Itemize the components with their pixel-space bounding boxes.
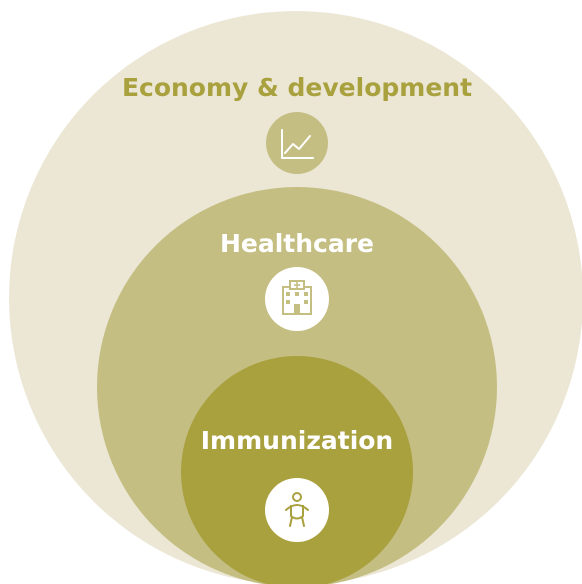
baby-icon	[265, 478, 329, 542]
economy-development-label: Economy & development	[122, 73, 472, 102]
line-chart-icon	[266, 112, 328, 174]
hospital-icon	[265, 267, 329, 331]
immunization-circle	[181, 356, 413, 584]
healthcare-label: Healthcare	[220, 229, 374, 258]
immunization-label: Immunization	[201, 426, 393, 455]
layer-immunization: Immunization	[181, 356, 413, 584]
